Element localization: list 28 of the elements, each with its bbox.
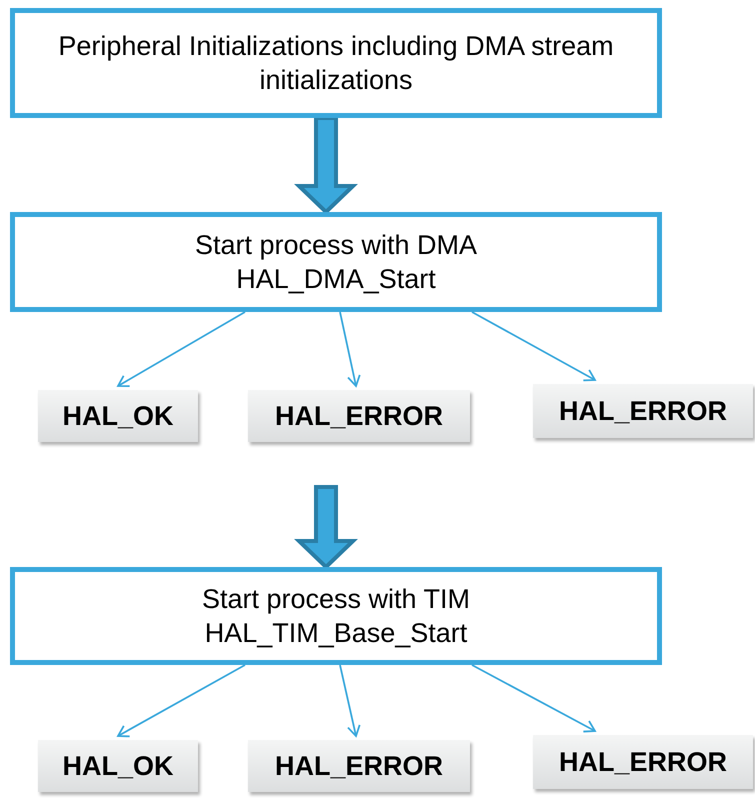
result-box [38, 390, 198, 442]
block-arrow [294, 485, 358, 570]
box-text: HAL_TIM_Base_Start [204, 617, 468, 650]
result-text: HAL_ERROR [274, 750, 443, 783]
process-box [10, 567, 662, 665]
result-text: HAL_ERROR [274, 400, 443, 433]
arrow [472, 664, 596, 732]
box-text: Peripheral Initializations including DMA stream initializations [57, 30, 615, 97]
arrow [117, 311, 246, 388]
process-box [10, 212, 662, 312]
result-box [533, 384, 753, 438]
box-text: Start process with TIM [202, 583, 470, 616]
box-text: Start process with DMA [194, 229, 478, 262]
arrow [472, 311, 596, 382]
box-text: HAL_DMA_Start [236, 263, 436, 296]
arrow [339, 664, 361, 737]
arrow [117, 664, 246, 738]
result-box [248, 740, 470, 792]
result-text: HAL_OK [62, 750, 174, 783]
result-box [248, 390, 470, 442]
arrow [339, 312, 361, 387]
process-box [10, 8, 662, 118]
result-text: HAL_OK [62, 400, 174, 433]
result-box [38, 740, 198, 792]
result-text: HAL_ERROR [558, 394, 727, 428]
block-arrow [294, 116, 358, 215]
result-text: HAL_ERROR [558, 746, 727, 779]
result-box [533, 735, 753, 789]
